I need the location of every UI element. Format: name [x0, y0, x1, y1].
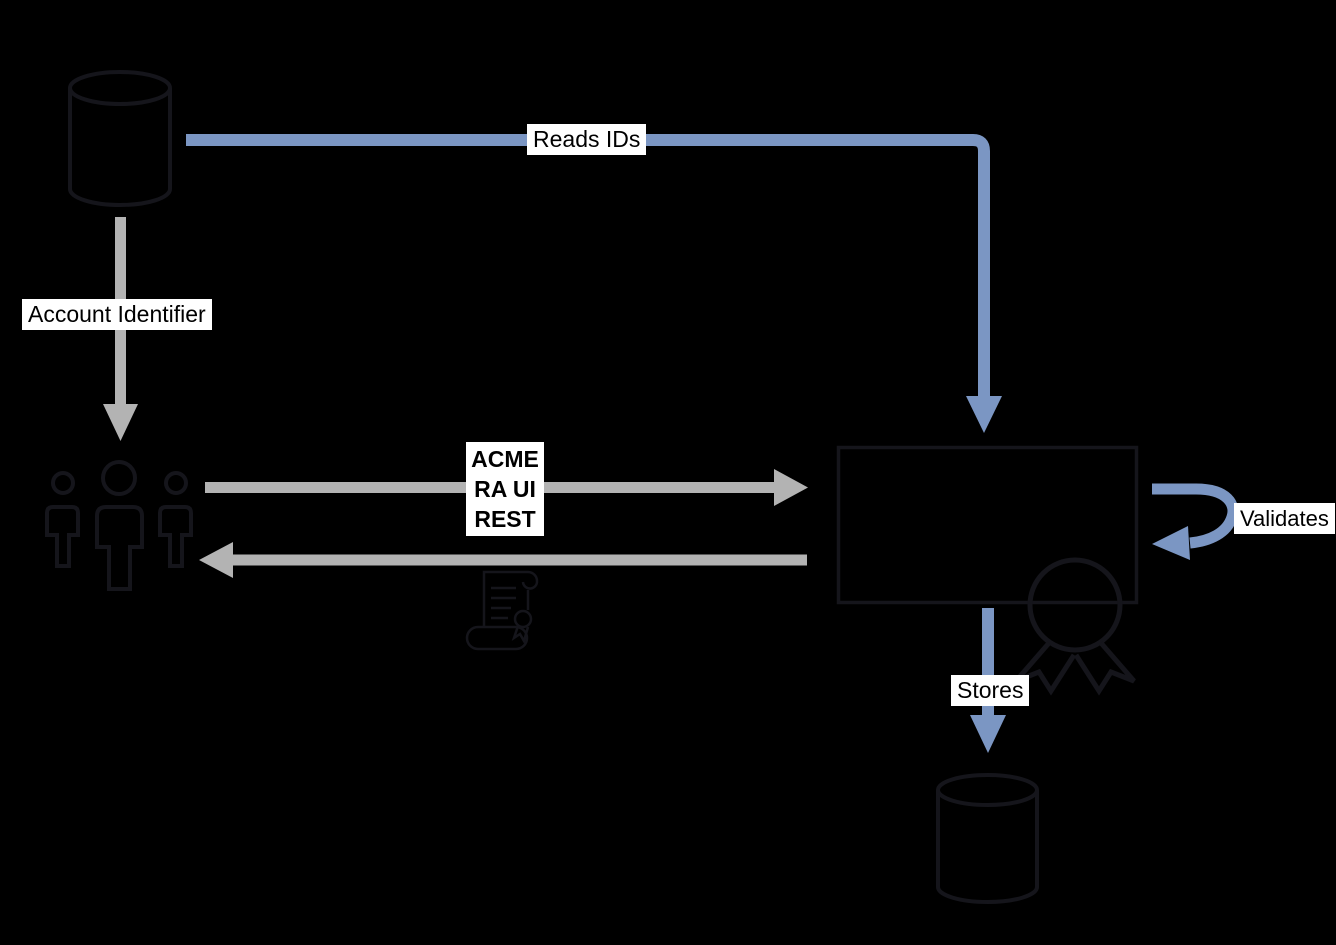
validates-loop-arrow: [1152, 483, 1239, 560]
request-protocol-line-2: RA UI: [474, 476, 536, 502]
database-cylinder-icon: [936, 773, 1039, 904]
response-arrow: [199, 542, 807, 578]
scroll-certificate-icon: [465, 570, 539, 651]
validates-label: Validates: [1234, 503, 1335, 534]
request-protocol-line-1: ACME: [471, 446, 539, 472]
request-protocol-label: ACME RA UI REST: [466, 442, 544, 536]
processing-box: [836, 445, 1139, 605]
users-icon: [45, 460, 193, 591]
account-identifier-label: Account Identifier: [22, 299, 212, 330]
ribbon-seal-icon: [1014, 557, 1136, 696]
reads-ids-label: Reads IDs: [527, 124, 647, 155]
request-protocol-line-3: REST: [474, 506, 536, 532]
stores-label: Stores: [951, 675, 1030, 706]
reads-ids-arrow: [186, 134, 1002, 433]
database-cylinder-icon: [68, 70, 172, 207]
